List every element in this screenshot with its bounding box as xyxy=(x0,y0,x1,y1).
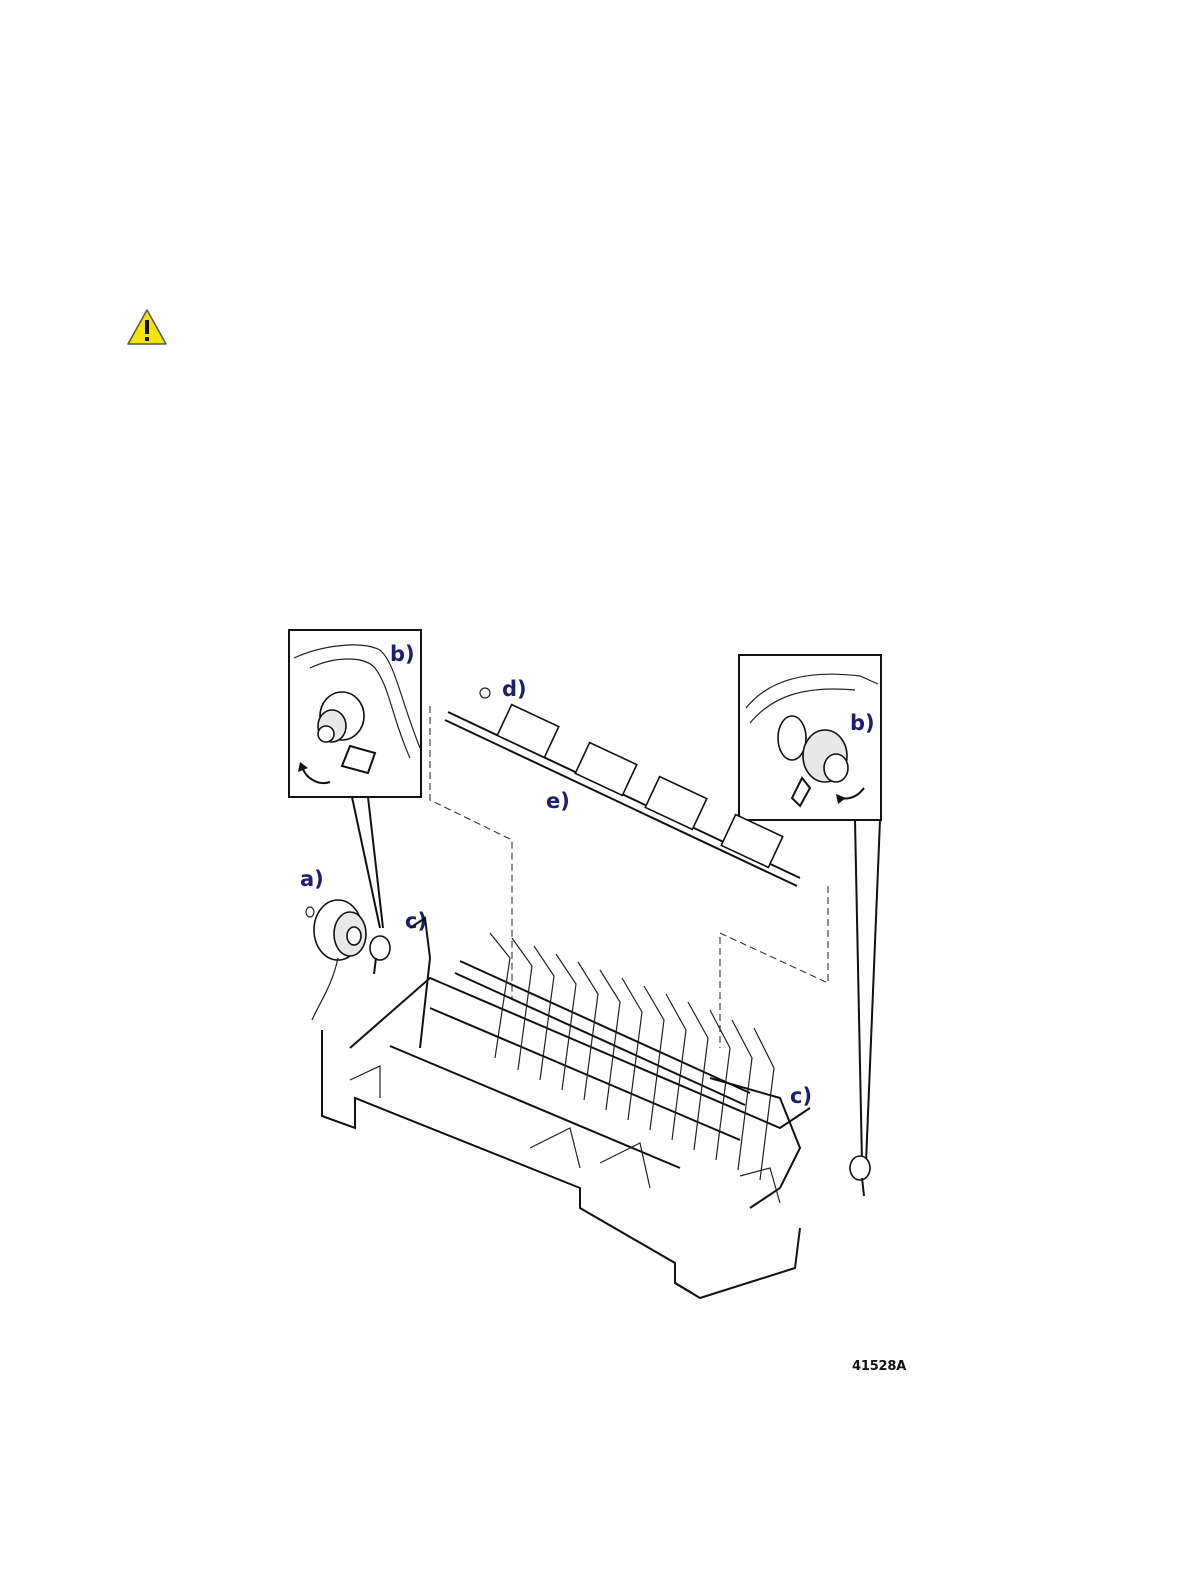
figure-code: 41528A xyxy=(852,1359,906,1374)
label-b-left: b) xyxy=(390,642,415,666)
label-d: d) xyxy=(502,677,527,701)
label-b-right: b) xyxy=(850,711,875,735)
inset-left: b) xyxy=(289,630,421,797)
label-c-right: c) xyxy=(790,1084,812,1108)
label-a: a) xyxy=(300,867,324,891)
roller-assembly-illustration: b) b) d) e) a) xyxy=(280,628,910,1388)
tray-frame xyxy=(322,918,810,1298)
label-c-left: c) xyxy=(405,909,427,933)
warning-icon xyxy=(126,308,168,346)
drive-gear: a) xyxy=(300,867,366,1020)
inset-right: b) xyxy=(739,655,881,820)
label-e: e) xyxy=(546,789,570,813)
bushing-right: c) xyxy=(790,1084,870,1196)
